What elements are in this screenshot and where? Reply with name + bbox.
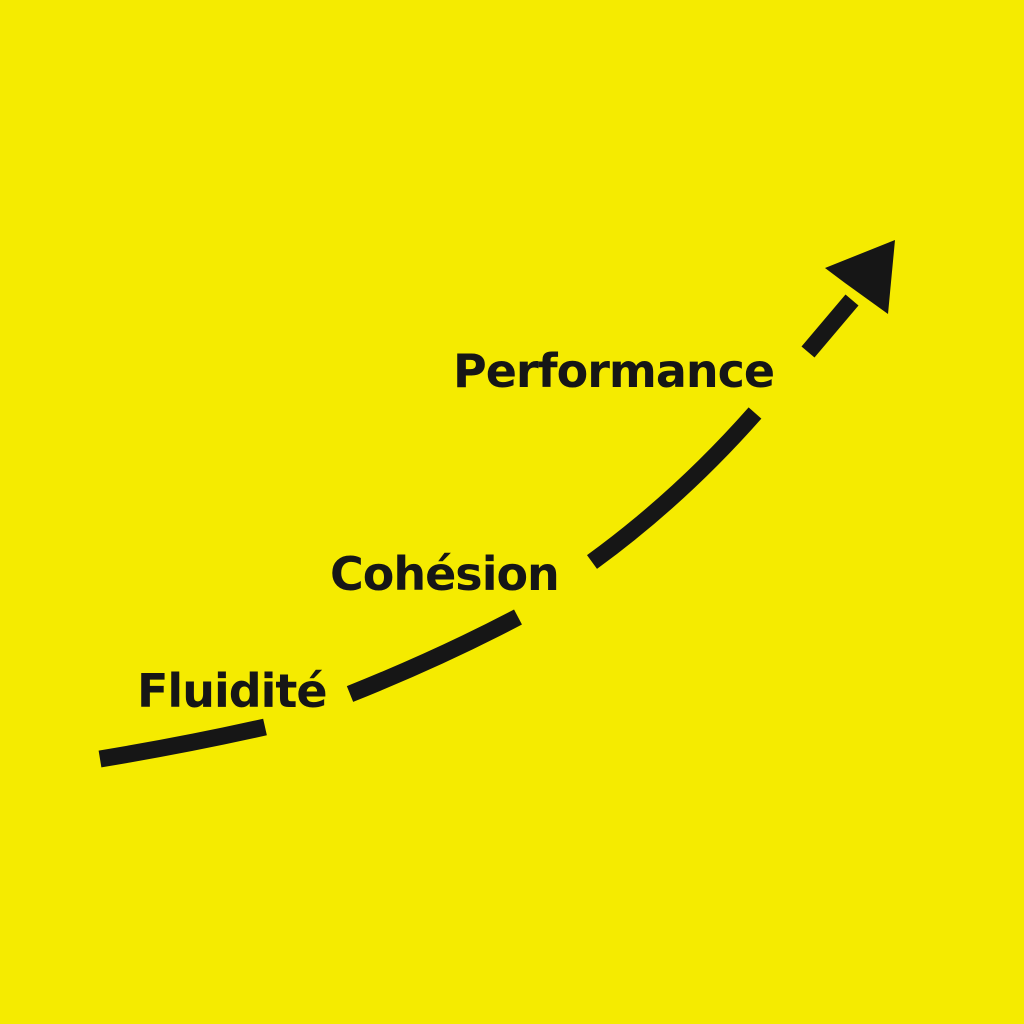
label-performance: Performance	[453, 344, 775, 398]
arrow-segment-2	[346, 609, 522, 702]
arrow-segment-4	[801, 294, 859, 358]
arrow-segment-3	[586, 407, 762, 569]
arrow-head-icon	[825, 240, 895, 314]
arrow-segment-1	[98, 718, 267, 768]
label-fluidite: Fluidité	[137, 664, 328, 718]
label-cohesion: Cohésion	[330, 547, 560, 601]
